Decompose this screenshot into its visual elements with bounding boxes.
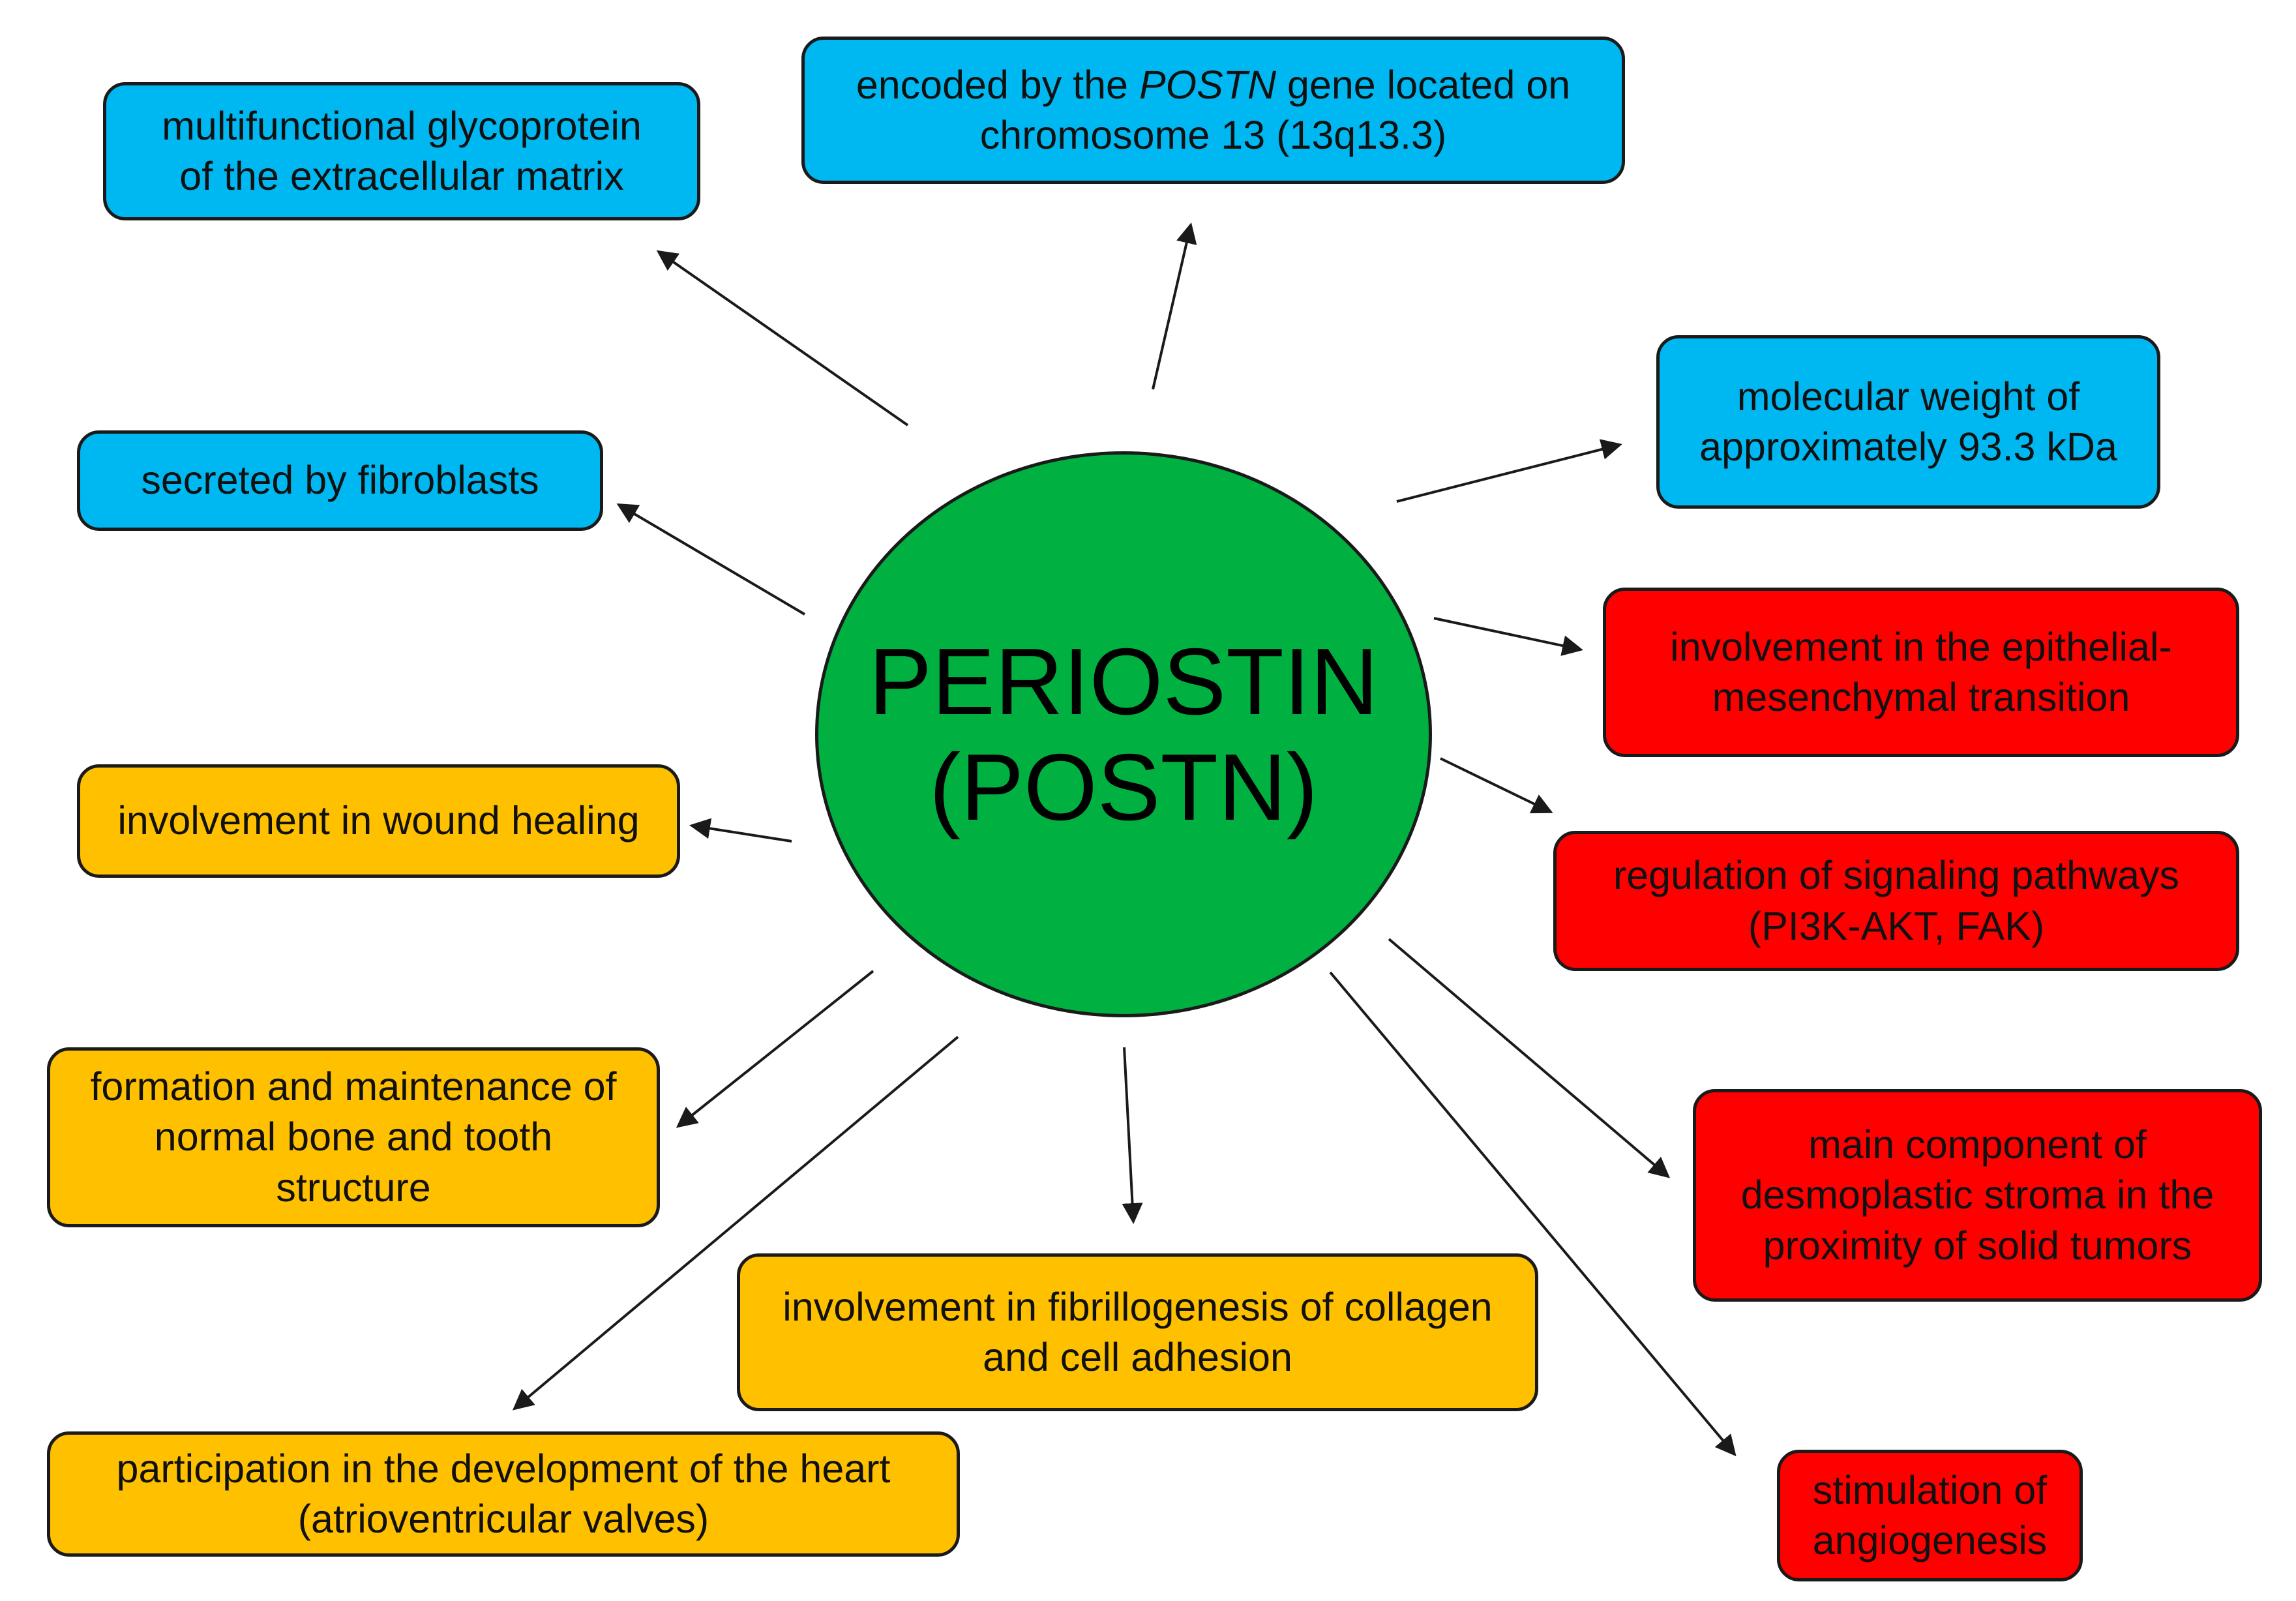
node-emt: involvement in the epithelial- mesenchym…	[1603, 588, 2239, 757]
center-node-periostin: PERIOSTIN (POSTN)	[815, 451, 1432, 1017]
node-desmoplastic-stroma: main component of desmoplastic stroma in…	[1693, 1089, 2262, 1302]
arrow-to-angiogenesis	[1329, 971, 1737, 1457]
node-heart: participation in the development of the …	[47, 1431, 960, 1557]
center-node-title: PERIOSTIN	[869, 628, 1379, 734]
arrow-to-wound	[689, 818, 792, 843]
arrow-to-heart	[512, 1036, 959, 1411]
arrow-to-signaling	[1440, 757, 1553, 814]
node-signaling: regulation of signaling pathways (PI3K-A…	[1553, 831, 2239, 971]
arrow-to-gene	[1152, 222, 1197, 390]
arrow-to-stroma	[1388, 938, 1671, 1178]
node-angiogenesis: stimulation of angiogenesis	[1777, 1450, 2083, 1581]
arrow-to-glycoprotein	[656, 250, 909, 426]
arrow-to-emt	[1433, 617, 1583, 656]
center-node-subtitle: (POSTN)	[929, 734, 1319, 840]
arrow-to-fibroblasts	[616, 503, 806, 616]
arrow-to-collagen	[1122, 1047, 1143, 1224]
node-glycoprotein: multifunctional glycoprotein of the extr…	[103, 82, 700, 220]
node-fibroblasts: secreted by fibroblasts	[77, 430, 603, 531]
node-collagen: involvement in fibrillogenesis of collag…	[737, 1253, 1538, 1411]
arrow-to-weight	[1396, 439, 1622, 503]
node-bone-tooth: formation and maintenance of normal bone…	[47, 1047, 660, 1227]
node-molecular-weight: molecular weight of approximately 93.3 k…	[1656, 335, 2160, 509]
arrow-to-bone	[676, 970, 874, 1128]
node-wound-healing: involvement in wound healing	[77, 764, 680, 878]
node-gene: encoded by the POSTN gene located on chr…	[801, 37, 1625, 184]
